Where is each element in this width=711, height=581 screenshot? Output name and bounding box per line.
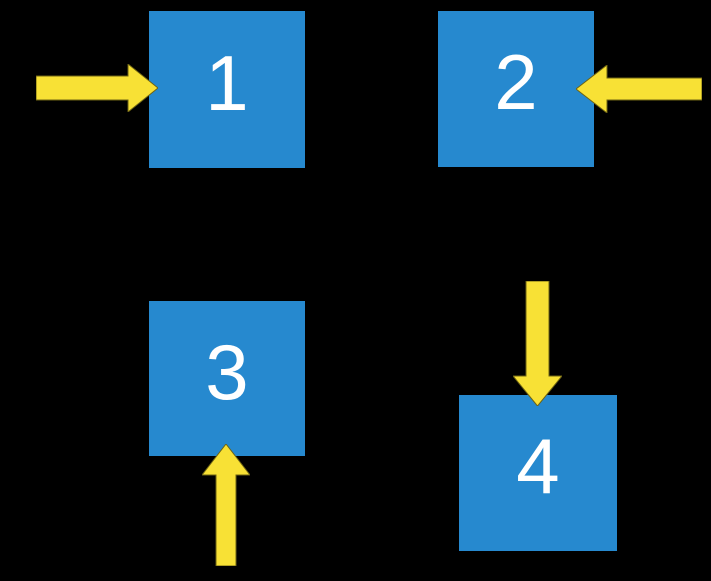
box-2: 2: [438, 11, 594, 167]
box-2-label: 2: [494, 38, 538, 126]
box-3: 3: [149, 301, 305, 456]
box-3-label: 3: [205, 327, 249, 416]
box-1: 1: [149, 11, 305, 168]
box-1-label: 1: [205, 38, 249, 127]
box-4: 4: [459, 395, 617, 551]
arrow-right-icon: [36, 64, 158, 112]
arrow-up-icon: [202, 444, 250, 566]
box-4-label: 4: [516, 422, 560, 510]
arrow-down-icon: [513, 281, 562, 406]
arrow-left-icon: [576, 65, 702, 113]
